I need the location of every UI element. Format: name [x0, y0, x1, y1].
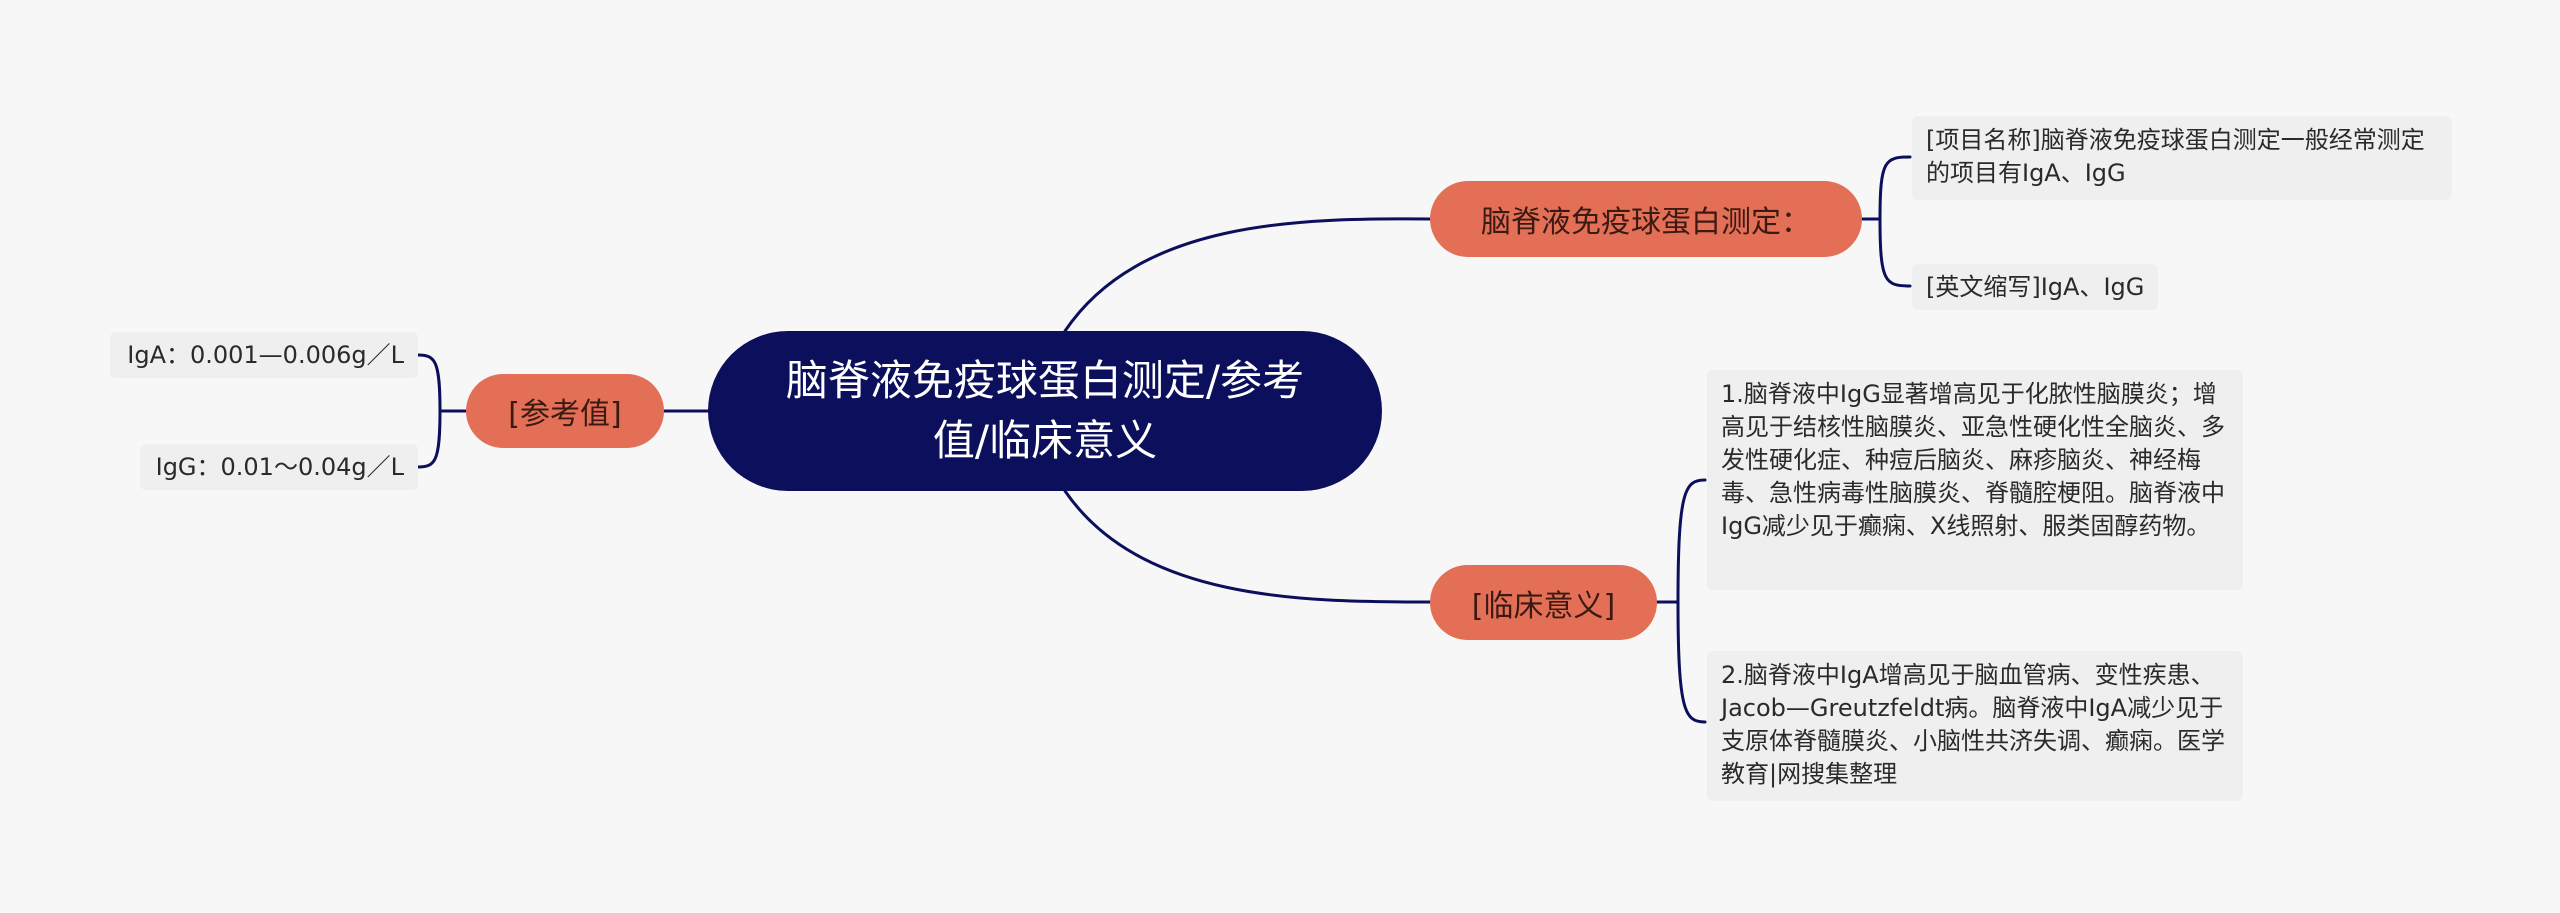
leaf-measurement-abbr-text: [英文缩写]IgA、IgG [1926, 272, 2145, 301]
connector-reference-leaves [416, 353, 468, 469]
connector-measurement-leaves [1860, 155, 1912, 288]
branch-clinical-label: [临床意义] [1471, 588, 1616, 624]
branch-clinical[interactable]: [临床意义] [1430, 565, 1657, 640]
leaf-reference-iga-text: IgA：0.001—0.006g／L [127, 340, 404, 369]
branch-measurement[interactable]: 脑脊液免疫球蛋白测定： [1430, 181, 1862, 257]
leaf-measurement-name-text: [项目名称]脑脊液免疫球蛋白测定一般经常测定的项目有IgA、IgG [1926, 126, 2425, 187]
leaf-reference-igg-text: IgG：0.01～0.04g／L [155, 452, 404, 481]
leaf-reference-iga[interactable]: IgA：0.001—0.006g／L [110, 332, 418, 378]
branch-reference-label: [参考值] [508, 397, 622, 432]
branch-reference[interactable]: [参考值] [466, 374, 664, 448]
root-topic-label: 脑脊液免疫球蛋白测定/参考值/临床意义 [785, 356, 1305, 465]
connector-root-measurement [1063, 217, 1432, 333]
root-topic[interactable]: 脑脊液免疫球蛋白测定/参考值/临床意义 [708, 331, 1382, 491]
leaf-clinical-igg[interactable]: 1.脑脊液中IgG显著增高见于化脓性脑膜炎；增高见于结核性脑膜炎、亚急性硬化性全… [1707, 370, 2243, 590]
leaf-reference-igg[interactable]: IgG：0.01～0.04g／L [140, 444, 418, 490]
leaf-measurement-name[interactable]: [项目名称]脑脊液免疫球蛋白测定一般经常测定的项目有IgA、IgG [1912, 116, 2452, 200]
connector-root-clinical [1063, 489, 1432, 604]
leaf-clinical-iga-text: 2.脑脊液中IgA增高见于脑血管病、变性疾患、Jacob—Greutzfeldt… [1721, 661, 2225, 788]
branch-measurement-label: 脑脊液免疫球蛋白测定： [1481, 205, 1811, 240]
leaf-clinical-igg-text: 1.脑脊液中IgG显著增高见于化脓性脑膜炎；增高见于结核性脑膜炎、亚急性硬化性全… [1721, 380, 2225, 540]
leaf-measurement-abbr[interactable]: [英文缩写]IgA、IgG [1912, 264, 2159, 310]
leaf-clinical-iga[interactable]: 2.脑脊液中IgA增高见于脑血管病、变性疾患、Jacob—Greutzfeldt… [1707, 651, 2243, 801]
connector-clinical-leaves [1655, 478, 1707, 724]
